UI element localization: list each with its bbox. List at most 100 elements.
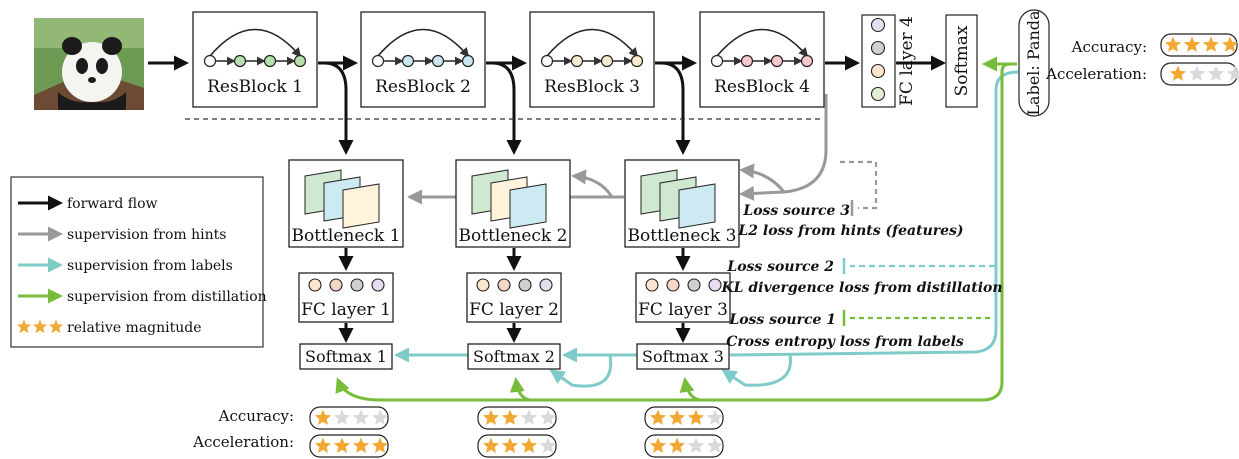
bottleneck-1: Bottleneck 1 <box>288 159 404 248</box>
branch-2-accuracy-star-1 <box>482 409 500 425</box>
resblock-4-label: ResBlock 4 <box>714 77 810 97</box>
bottleneck-2-label: Bottleneck 2 <box>459 226 568 246</box>
fc-layer-4: FC layer 4 <box>861 14 917 108</box>
fc-layer-1: FC layer 1 <box>298 272 394 323</box>
top-acceleration-label: Acceleration: <box>1045 65 1147 83</box>
branch-3-acceleration-star-4 <box>706 437 724 453</box>
fc-layer-2-node <box>497 278 511 292</box>
fc-layer-1-node <box>329 278 343 292</box>
feature-map <box>342 183 380 229</box>
softmax-3: Softmax 3 <box>636 343 730 370</box>
loss3-bracket <box>840 160 878 210</box>
top-acceleration-stars <box>1169 65 1239 81</box>
branch-1-accuracy-star-4 <box>371 409 389 425</box>
resblock-4-node <box>770 54 784 68</box>
top-acceleration-star-2 <box>1188 65 1206 81</box>
legend-star <box>16 319 32 334</box>
legend-star <box>48 319 64 334</box>
fc-layer-1-label: FC layer 1 <box>301 300 391 320</box>
branch-1-acceleration-rating <box>309 434 389 458</box>
branch-1-acceleration-star-1 <box>314 437 332 453</box>
fc-layer-4-node <box>870 63 886 79</box>
resblock-1-node <box>233 54 247 68</box>
resblock-1: ResBlock 1 <box>192 11 318 108</box>
resblock-4-node <box>800 54 814 68</box>
top-acceleration-star-3 <box>1207 65 1225 81</box>
resblock-2-node <box>401 54 415 68</box>
resblock-3-node <box>630 54 644 68</box>
fc-layer-3-node <box>666 278 680 292</box>
legend: forward flow supervision from hints superv… <box>10 176 267 348</box>
branch-3-accuracy-star-4 <box>706 409 724 425</box>
legend-item-stars: relative magnitude <box>16 319 202 336</box>
branch-1-accuracy-star-3 <box>352 409 370 425</box>
branch-3-acceleration-star-3 <box>687 437 705 453</box>
legend-label-stars: relative magnitude <box>67 320 202 336</box>
legend-star <box>32 319 48 334</box>
label-panda-box: Label: Panda <box>1018 9 1050 117</box>
fc-layer-3-label: FC layer 3 <box>638 300 728 320</box>
branch-1-acceleration-star-3 <box>352 437 370 453</box>
top-accuracy-label: Accuracy: <box>1071 38 1147 56</box>
branch-3-accuracy-rating <box>644 406 724 430</box>
branch-3-acceleration-rating <box>644 434 724 458</box>
top-accuracy-star-1 <box>1164 36 1182 52</box>
branch-2-acceleration-star-3 <box>520 437 538 453</box>
resblock-4-node <box>740 54 754 68</box>
top-accuracy-star-4 <box>1221 36 1239 52</box>
legend-label-labels: supervision from labels <box>67 258 233 274</box>
forward-branches <box>323 61 691 155</box>
fc-layer-1-node <box>350 278 364 292</box>
panda-photo <box>34 18 144 110</box>
legend-item-labels: supervision from labels <box>18 257 233 274</box>
loss3-desc: L2 loss from hints (features) <box>737 223 963 239</box>
fc-layer-4-node <box>870 17 886 33</box>
resblock-2-node <box>431 54 445 68</box>
bottom-acceleration-label: Acceleration: <box>192 433 294 451</box>
branch-3-accuracy-star-1 <box>649 409 667 425</box>
legend-label-hints: supervision from hints <box>67 227 226 243</box>
top-acceleration-star-1 <box>1169 65 1187 81</box>
fc-layer-4-node <box>870 40 886 56</box>
softmax-2-label: Softmax 2 <box>473 347 555 366</box>
fc-layer-3-node <box>645 278 659 292</box>
resblock-2-node <box>371 54 385 68</box>
fc-layer-2-node <box>518 278 532 292</box>
fc-layer-3: FC layer 3 <box>635 272 731 323</box>
legend-label-distillation: supervision from distillation <box>67 289 267 305</box>
bottleneck-1-label: Bottleneck 1 <box>292 226 401 246</box>
branch-2-acceleration-rating <box>477 434 557 458</box>
resblock-2-label: ResBlock 2 <box>375 77 471 97</box>
fc-layer-3-node <box>708 278 722 292</box>
bottleneck-3-label: Bottleneck 3 <box>628 226 737 246</box>
resblock-1-node <box>293 54 307 68</box>
bottleneck-2: Bottleneck 2 <box>455 159 571 248</box>
resblock-2: ResBlock 2 <box>360 11 486 108</box>
loss2-desc: KL divergence loss from distillation <box>720 280 1002 296</box>
legend-item-forward: forward flow <box>18 195 158 212</box>
fc-layer-2-node <box>476 278 490 292</box>
branch-2-accuracy-star-2 <box>501 409 519 425</box>
top-acceleration-star-4 <box>1226 65 1239 81</box>
top-accuracy-star-2 <box>1183 36 1201 52</box>
resblock-3: ResBlock 3 <box>529 11 655 108</box>
branch-1-accuracy-star-2 <box>333 409 351 425</box>
branch-2-acceleration-star-2 <box>501 437 519 453</box>
resblock-3-node <box>540 54 554 68</box>
softmax-main: Softmax <box>945 14 978 108</box>
branch-2-acceleration-star-4 <box>539 437 557 453</box>
legend-label-forward: forward flow <box>67 196 158 212</box>
loss3-title: Loss source 3 <box>742 203 850 219</box>
softmax-main-label: Softmax <box>952 25 972 96</box>
resblock-3-node <box>600 54 614 68</box>
distillation-lines <box>335 56 1017 402</box>
label-supervision-lines <box>394 70 1019 388</box>
branch-3: Bottleneck 3 FC layer 3 Softmax 3 <box>624 159 740 370</box>
resblock-1-node <box>263 54 277 68</box>
fc-layer-3-node <box>687 278 701 292</box>
branch-3-accuracy-star-2 <box>668 409 686 425</box>
branch-1-accuracy-star-1 <box>314 409 332 425</box>
